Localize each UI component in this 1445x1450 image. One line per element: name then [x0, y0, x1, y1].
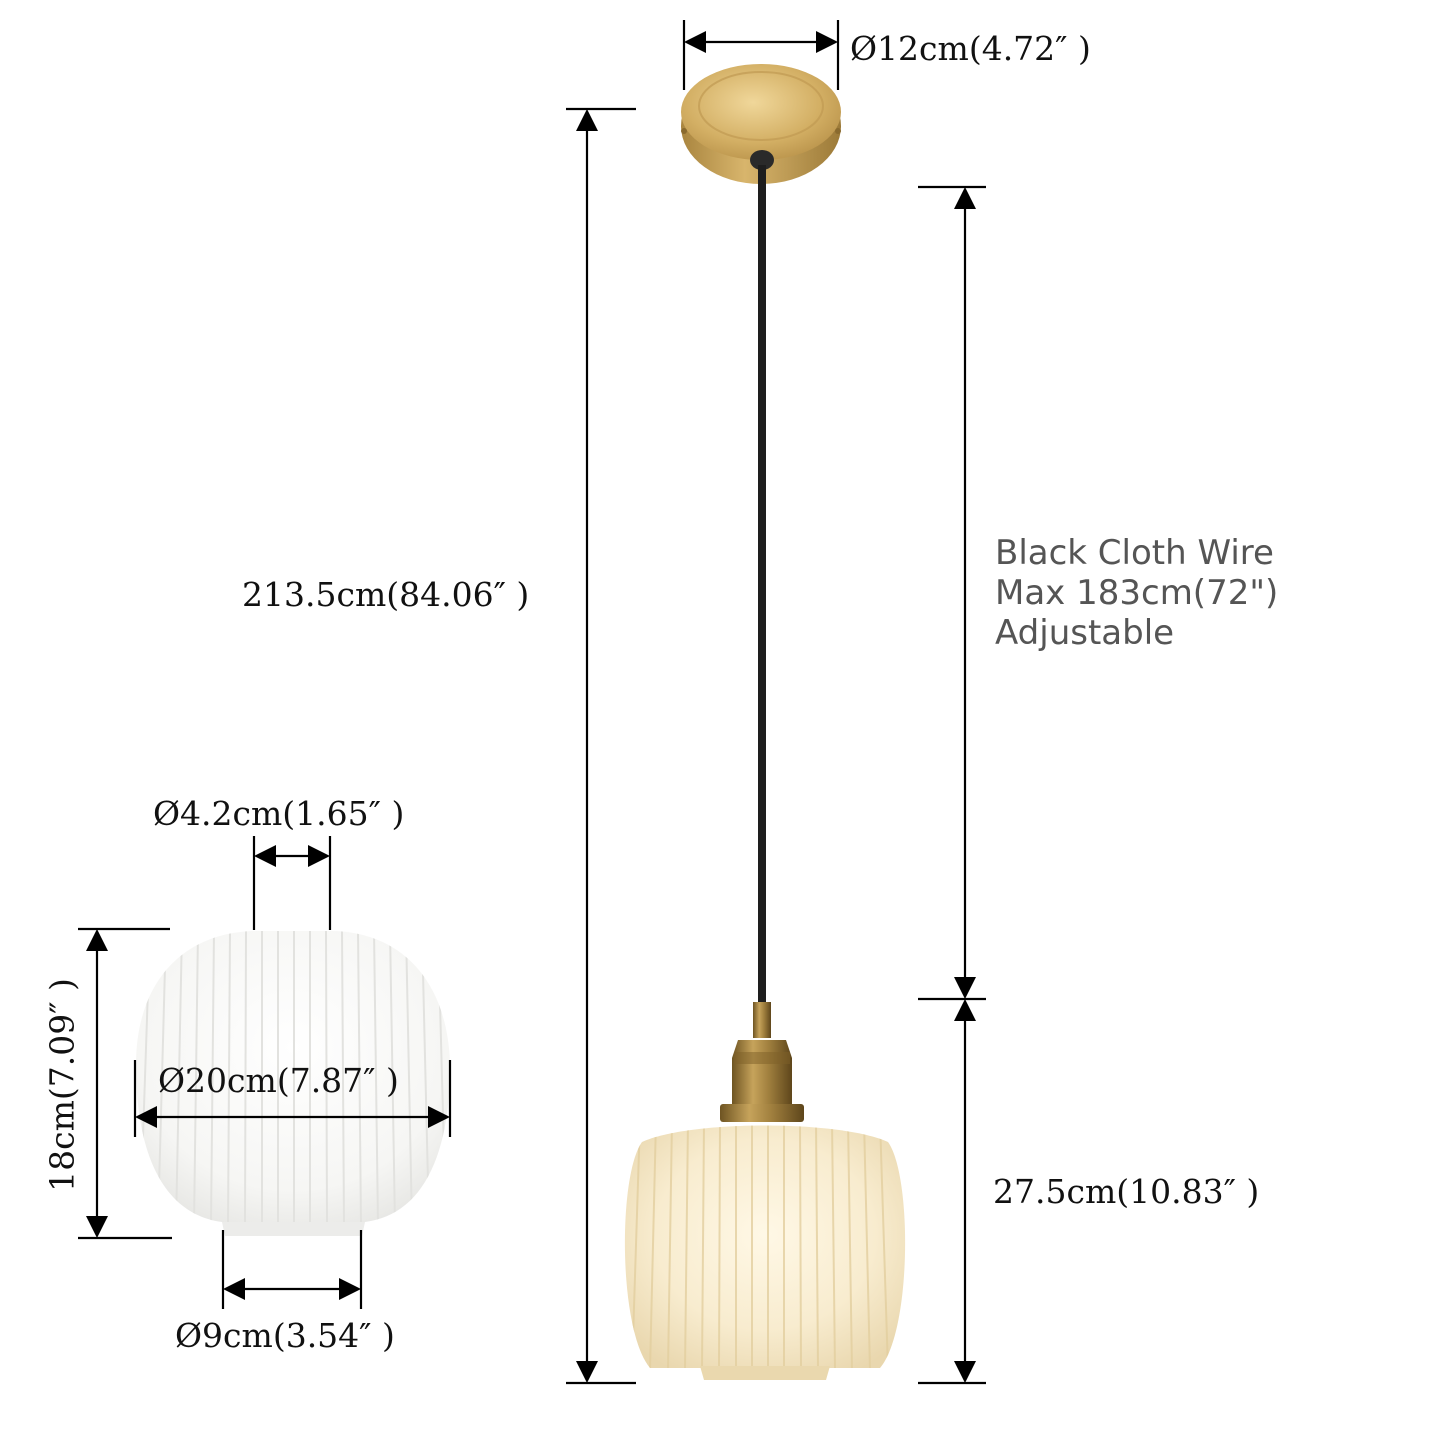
total-height-label: 213.5cm(84.06″ )	[242, 575, 530, 614]
wire-length-dimension	[918, 185, 986, 1001]
total-height-dimension	[566, 107, 636, 1385]
shade-top-opening-dimension	[252, 836, 332, 930]
dimension-arrowheads	[86, 31, 976, 1383]
lamp-height-label: 27.5cm(10.83″ )	[993, 1172, 1260, 1211]
shade-width-dimension	[133, 1060, 452, 1137]
shade-bottom-opening-label: Ø9cm(3.54″ )	[175, 1316, 395, 1355]
glass-shade-lit	[624, 1125, 906, 1380]
canopy-width-dimension	[682, 20, 840, 90]
lamp-height-dimension	[918, 1018, 986, 1385]
shade-width-label: Ø20cm(7.87″ )	[158, 1061, 399, 1100]
shade-height-dimension	[78, 927, 172, 1240]
wire-note-line-3: Adjustable	[995, 613, 1175, 653]
wire-note-line-2: Max 183cm(72")	[995, 573, 1279, 613]
brass-lamp-holder	[720, 1002, 804, 1122]
canopy-diameter-label: Ø12cm(4.72″ )	[850, 29, 1091, 68]
shade-top-opening-label: Ø4.2cm(1.65″ )	[153, 794, 405, 833]
wire-note-line-1: Black Cloth Wire	[995, 533, 1274, 573]
shade-height-label: 18cm(7.09″ )	[42, 978, 82, 1192]
glass-shade-detail	[136, 931, 450, 1236]
shade-bottom-opening-dimension	[221, 1230, 363, 1309]
ceiling-canopy	[681, 64, 841, 184]
wire-note: Black Cloth Wire Max 183cm(72") Adjustab…	[995, 533, 1278, 653]
